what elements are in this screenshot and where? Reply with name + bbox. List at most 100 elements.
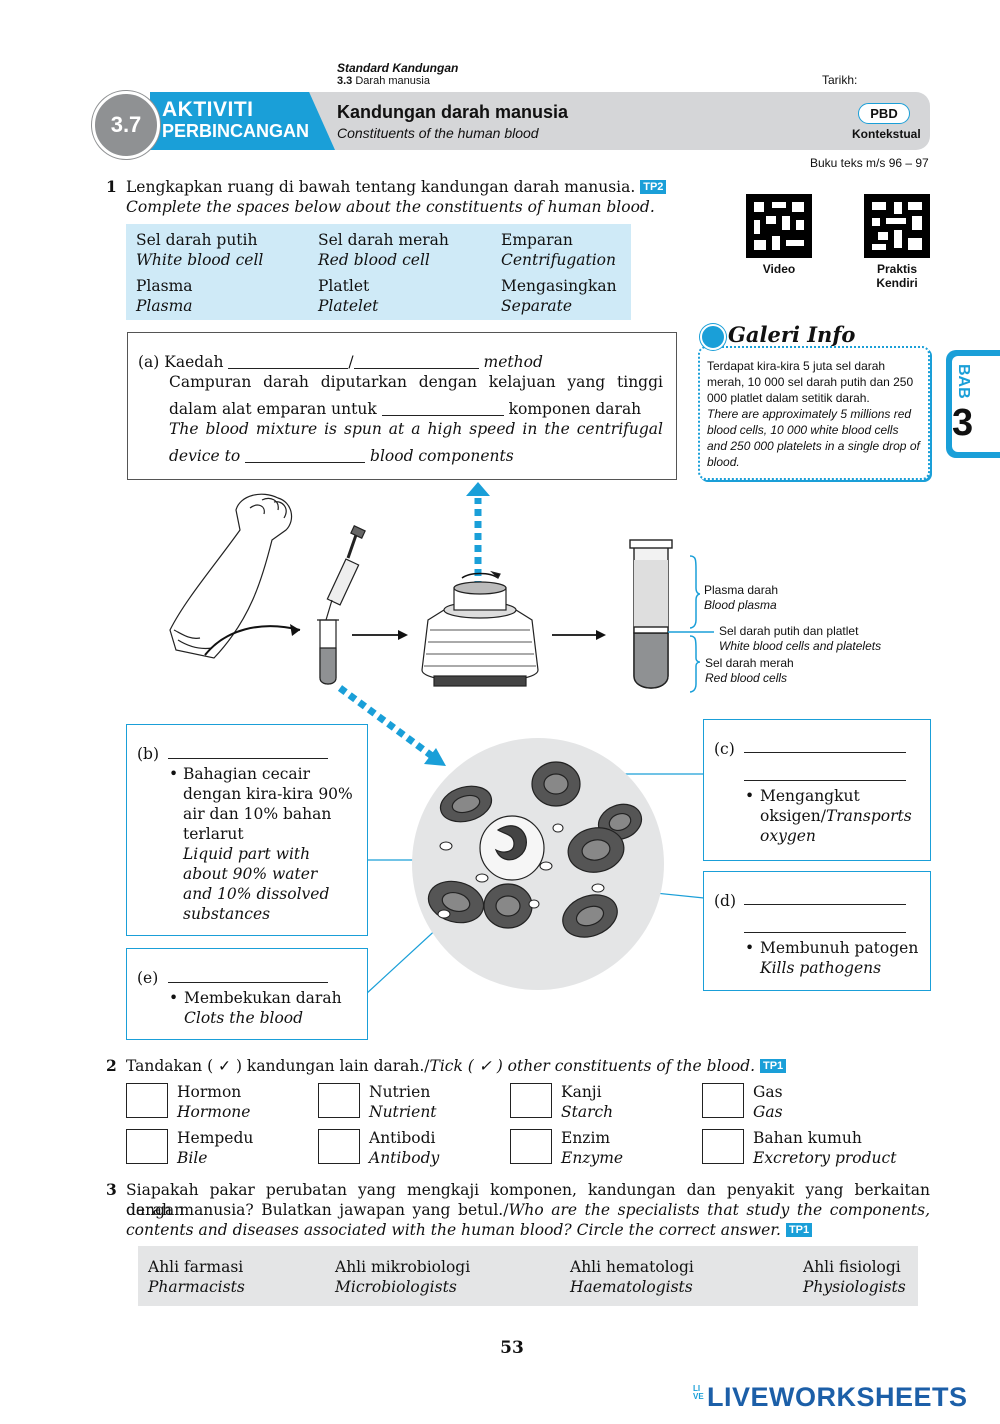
qr-practice-icon[interactable] [864,194,930,258]
blank-a2[interactable] [353,354,479,369]
part-b-label: (b) [137,745,160,763]
red-blood-cells [427,761,643,938]
checkbox-gas[interactable] [702,1083,744,1118]
standard-code: 3.3 [337,75,353,87]
blank-d2[interactable] [744,918,906,933]
chapter-tab-inner [952,356,1000,452]
galeri-info-english: There are approximately 5 millions red b… [707,407,920,469]
part-a-line5: device to blood components [169,447,514,465]
galeri-info-icon [700,324,726,350]
checkbox-hormone[interactable] [126,1083,168,1118]
checkbox-enzyme[interactable] [510,1129,552,1164]
q3-answer-bar [138,1246,918,1306]
checkbox-antibody[interactable] [318,1129,360,1164]
liveworksheets-logo-stack: LIVE [693,1384,704,1401]
blank-e[interactable] [168,968,328,983]
q1-number: 1 [106,177,117,196]
q2-instruction: Tandakan ( ✓ ) kandungan lain darah./Tic… [126,1056,787,1076]
part-a-box [127,332,677,480]
galeri-info-malay: Terdapat kira-kira 5 juta sel darah mera… [707,359,914,405]
page-title: Kandungan darah manusia [337,102,569,122]
part-d-label: (d) [714,892,737,910]
arm-to-syringe-arrow [204,625,301,656]
q1-english: Complete the spaces below about the cons… [126,198,655,216]
centrifuge-illustration [421,570,539,687]
q2-tp-badge: TP1 [759,1059,787,1073]
q1-malay: Lengkapkan ruang di bawah tentang kandun… [126,178,636,196]
part-c-label: (c) [714,740,735,758]
part-e-bullet: • [169,989,179,1007]
part-e-label: (e) [137,969,159,987]
page-number: 53 [500,1338,524,1358]
part-e-box [126,948,368,1040]
part-b-box [126,724,368,936]
white-blood-cell [479,815,545,881]
date-label: Tarikh: [822,73,858,87]
process-arrow-1 [352,630,408,640]
galeri-info-box [698,346,930,480]
part-a-line4: The blood mixture is spun at a high spee… [169,420,663,438]
checkbox-starch[interactable] [510,1083,552,1118]
q3-line1: Siapakah pakar perubatan yang mengkaji k… [126,1181,930,1219]
q3-line3: contents and diseases associated with th… [126,1220,813,1240]
platelets [437,823,605,919]
checkbox-excretory[interactable] [702,1129,744,1164]
blank-c2[interactable] [744,766,906,781]
q3-number: 3 [106,1180,117,1199]
part-d-box [703,871,931,991]
checkbox-bile[interactable] [126,1129,168,1164]
tube-brackets [668,555,714,693]
galeri-info-title: Galeri Info [728,322,856,347]
blank-c1[interactable] [744,738,906,753]
part-c-box [703,719,931,861]
word-bank [126,224,631,320]
activity-line1: AKTIVITI [162,98,254,121]
blank-d1[interactable] [744,890,906,905]
activity-banner [150,92,335,150]
blood-cells-diagram [365,738,705,995]
dashed-arrow-up [466,482,490,588]
textbook-ref: Buku teks m/s 96 – 97 [810,156,929,170]
standard-label: Standard Kandungan [337,61,459,75]
q2-number: 2 [106,1056,117,1075]
blank-a4[interactable] [245,448,366,463]
q1-instruction: Lengkapkan ruang di bawah tentang kandun… [126,177,667,197]
dashed-arrow-down [337,685,446,766]
qr-video-icon[interactable] [746,194,812,258]
activity-number-badge: 3.7 [92,91,160,159]
process-arrow-2 [552,630,606,640]
blank-b[interactable] [168,744,328,759]
syringe-illustration [325,525,366,621]
q3-line2: darah manusia? Bulatkan jawapan yang bet… [126,1201,931,1219]
blank-a1[interactable] [228,354,349,369]
part-b-bullet: • [169,765,179,783]
part-c-bullet: • [745,787,755,805]
checkbox-nutrient[interactable] [318,1083,360,1118]
q3-tp-badge: TP1 [785,1223,813,1237]
standard-title: Darah manusia [355,75,430,87]
blank-a3[interactable] [381,401,504,416]
part-d-bullet: • [745,939,755,957]
part-a-line3: dalam alat emparan untuk komponen darah [169,400,642,418]
blood-sample-tube [317,619,339,685]
